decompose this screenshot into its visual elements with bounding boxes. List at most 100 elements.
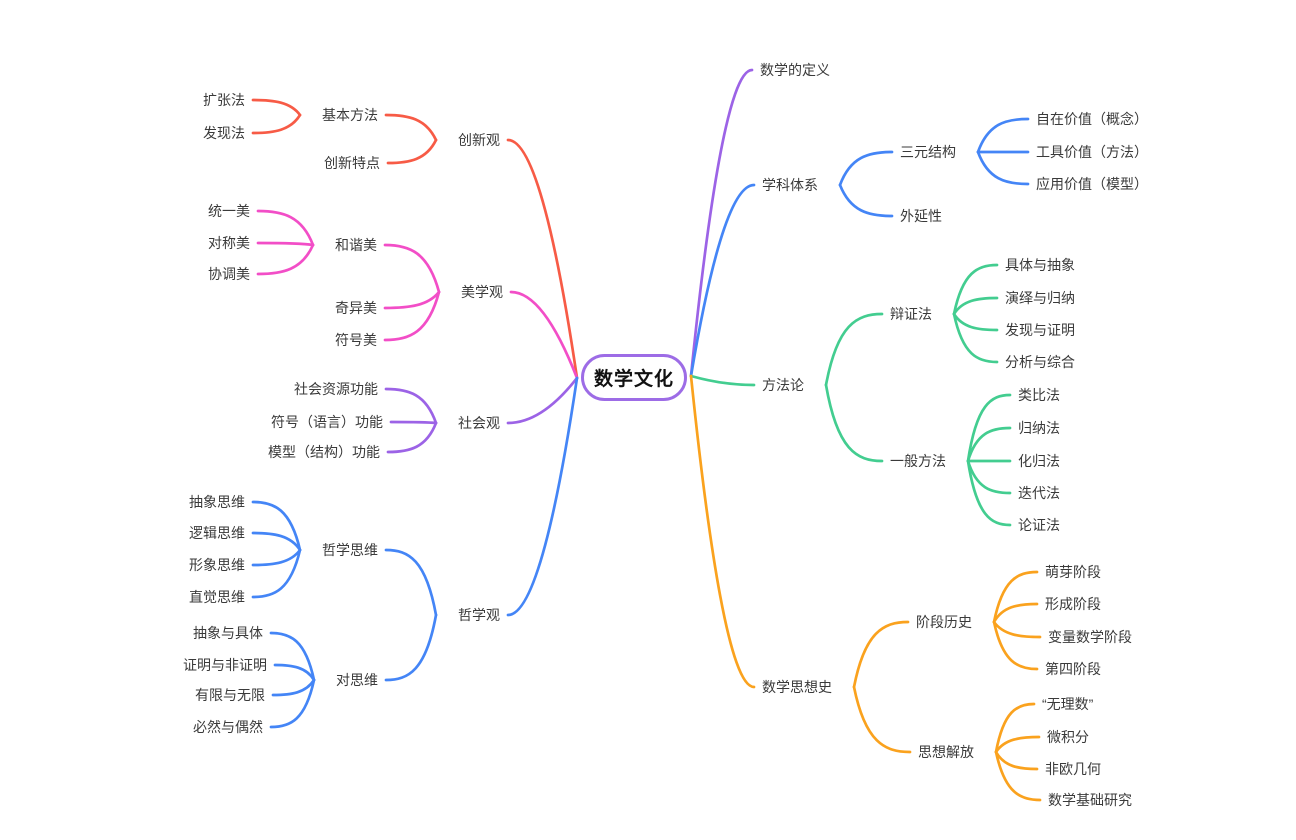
mindmap-node-迭代法[interactable]: 迭代法 <box>1018 485 1060 501</box>
connector <box>992 570 1039 624</box>
mindmap-node-自在价值概念[interactable]: 自在价值（概念） <box>1036 111 1148 127</box>
mindmap-node-奇异美[interactable]: 奇异美 <box>335 300 377 316</box>
mindmap-node-第四阶段[interactable]: 第四阶段 <box>1045 661 1101 677</box>
mindmap-node-阶段历史[interactable]: 阶段历史 <box>916 614 972 630</box>
mindmap-node-扩张法[interactable]: 扩张法 <box>203 92 245 108</box>
mindmap-node-论证法[interactable]: 论证法 <box>1018 517 1060 533</box>
mindmap-node-证明与非证明[interactable]: 证明与非证明 <box>183 657 267 673</box>
mindmap-node-美学观[interactable]: 美学观 <box>461 284 503 300</box>
connector <box>506 376 579 425</box>
connector <box>269 631 316 682</box>
connector <box>852 620 910 689</box>
connector <box>689 374 756 689</box>
mindmap-node-社会观[interactable]: 社会观 <box>458 415 500 431</box>
mindmap-node-外延性[interactable]: 外延性 <box>900 208 942 224</box>
connector <box>509 290 579 380</box>
mindmap-node-方法论[interactable]: 方法论 <box>762 377 804 393</box>
connector <box>976 150 1030 186</box>
mindmap-node-必然与偶然[interactable]: 必然与偶然 <box>193 719 263 735</box>
mindmap-node-应用价值模型[interactable]: 应用价值（模型） <box>1036 176 1148 192</box>
connector <box>384 387 438 425</box>
connector <box>689 374 756 387</box>
mindmap-node-三元结构[interactable]: 三元结构 <box>900 144 956 160</box>
mindmap-node-发现与证明[interactable]: 发现与证明 <box>1005 322 1075 338</box>
mindmap-node-化归法[interactable]: 化归法 <box>1018 453 1060 469</box>
mindmap-node-符号语言功能[interactable]: 符号（语言）功能 <box>271 414 383 430</box>
mindmap-node-辩证法[interactable]: 辩证法 <box>890 306 932 322</box>
connector <box>384 613 438 682</box>
mindmap-node-演绎与归纳[interactable]: 演绎与归纳 <box>1005 290 1075 306</box>
connector <box>251 531 302 552</box>
connector <box>838 150 894 187</box>
mindmap-node-统一美[interactable]: 统一美 <box>208 203 250 219</box>
mindmap-node-哲学思维[interactable]: 哲学思维 <box>322 542 378 558</box>
connector <box>251 98 302 117</box>
mindmap-node-数学思想史[interactable]: 数学思想史 <box>762 679 832 695</box>
connector <box>976 117 1030 154</box>
connector <box>992 602 1039 624</box>
mindmap-node-协调美[interactable]: 协调美 <box>208 266 250 282</box>
mindmap-node-对思维[interactable]: 对思维 <box>336 672 378 688</box>
mindmap-node-创新特点[interactable]: 创新特点 <box>324 155 380 171</box>
mindmap-node-工具价值方法[interactable]: 工具价值（方法） <box>1036 144 1148 160</box>
connector <box>383 290 441 310</box>
mindmap-node-直觉思维[interactable]: 直觉思维 <box>189 589 245 605</box>
connector <box>994 750 1042 802</box>
connector <box>994 735 1041 754</box>
connector <box>824 383 884 463</box>
connector <box>992 620 1042 639</box>
mindmap-node-逻辑思维[interactable]: 逻辑思维 <box>189 525 245 541</box>
central-topic-label: 数学文化 <box>593 368 674 390</box>
connector <box>952 312 999 332</box>
mindmap-node-微积分[interactable]: 微积分 <box>1047 729 1089 745</box>
mindmap-node-学科体系[interactable]: 学科体系 <box>762 177 818 193</box>
connector <box>966 393 1012 463</box>
mindmap-node-形象思维[interactable]: 形象思维 <box>189 557 245 573</box>
mindmap-node-类比法[interactable]: 类比法 <box>1018 387 1060 403</box>
connector <box>992 620 1039 671</box>
connector <box>273 663 316 682</box>
mindmap-node-无理数[interactable]: “无理数” <box>1042 696 1094 712</box>
mindmap-node-归纳法[interactable]: 归纳法 <box>1018 420 1060 436</box>
connector <box>952 312 999 364</box>
mindmap-node-思想解放[interactable]: 思想解放 <box>918 744 974 760</box>
connector <box>256 241 315 247</box>
mindmap-node-变量数学阶段[interactable]: 变量数学阶段 <box>1048 629 1132 645</box>
mindmap-node-发现法[interactable]: 发现法 <box>203 125 245 141</box>
mindmap-node-萌芽阶段[interactable]: 萌芽阶段 <box>1045 564 1101 580</box>
mindmap-node-有限与无限[interactable]: 有限与无限 <box>195 687 265 703</box>
connector <box>952 263 999 316</box>
mindmap-node-哲学观[interactable]: 哲学观 <box>458 607 500 623</box>
mindmap-node-创新观[interactable]: 创新观 <box>458 132 500 148</box>
connector <box>251 113 302 135</box>
mindmap-node-形成阶段[interactable]: 形成阶段 <box>1045 596 1101 612</box>
mindmap-node-模型结构功能[interactable]: 模型（结构）功能 <box>268 444 380 460</box>
connector <box>384 548 438 617</box>
mindmap-node-符号美[interactable]: 符号美 <box>335 332 377 348</box>
connector <box>838 183 894 218</box>
mindmap-node-基本方法[interactable]: 基本方法 <box>322 107 378 123</box>
mindmap-node-抽象思维[interactable]: 抽象思维 <box>189 494 245 510</box>
mindmap-node-非欧几何[interactable]: 非欧几何 <box>1045 761 1101 777</box>
mindmap-node-抽象与具体[interactable]: 抽象与具体 <box>193 625 263 641</box>
connector <box>952 296 999 316</box>
connector <box>271 678 316 697</box>
connector <box>689 183 756 378</box>
connector <box>966 426 1012 463</box>
connector <box>383 243 441 294</box>
mindmap-node-和谐美[interactable]: 和谐美 <box>335 237 377 253</box>
connector <box>251 500 302 552</box>
mindmap-node-分析与综合[interactable]: 分析与综合 <box>1005 354 1075 370</box>
mindmap-node-数学的定义[interactable]: 数学的定义 <box>760 62 830 78</box>
connector <box>251 548 302 567</box>
connector <box>256 243 315 276</box>
mindmap-node-社会资源功能[interactable]: 社会资源功能 <box>294 381 378 397</box>
central-topic[interactable]: 数学文化 <box>581 353 687 401</box>
mindmap-node-对称美[interactable]: 对称美 <box>208 235 250 251</box>
mindmap-node-具体与抽象[interactable]: 具体与抽象 <box>1005 257 1075 273</box>
connector <box>852 685 912 754</box>
mindmap-node-数学基础研究[interactable]: 数学基础研究 <box>1048 792 1132 808</box>
mindmap-node-一般方法[interactable]: 一般方法 <box>890 453 946 469</box>
